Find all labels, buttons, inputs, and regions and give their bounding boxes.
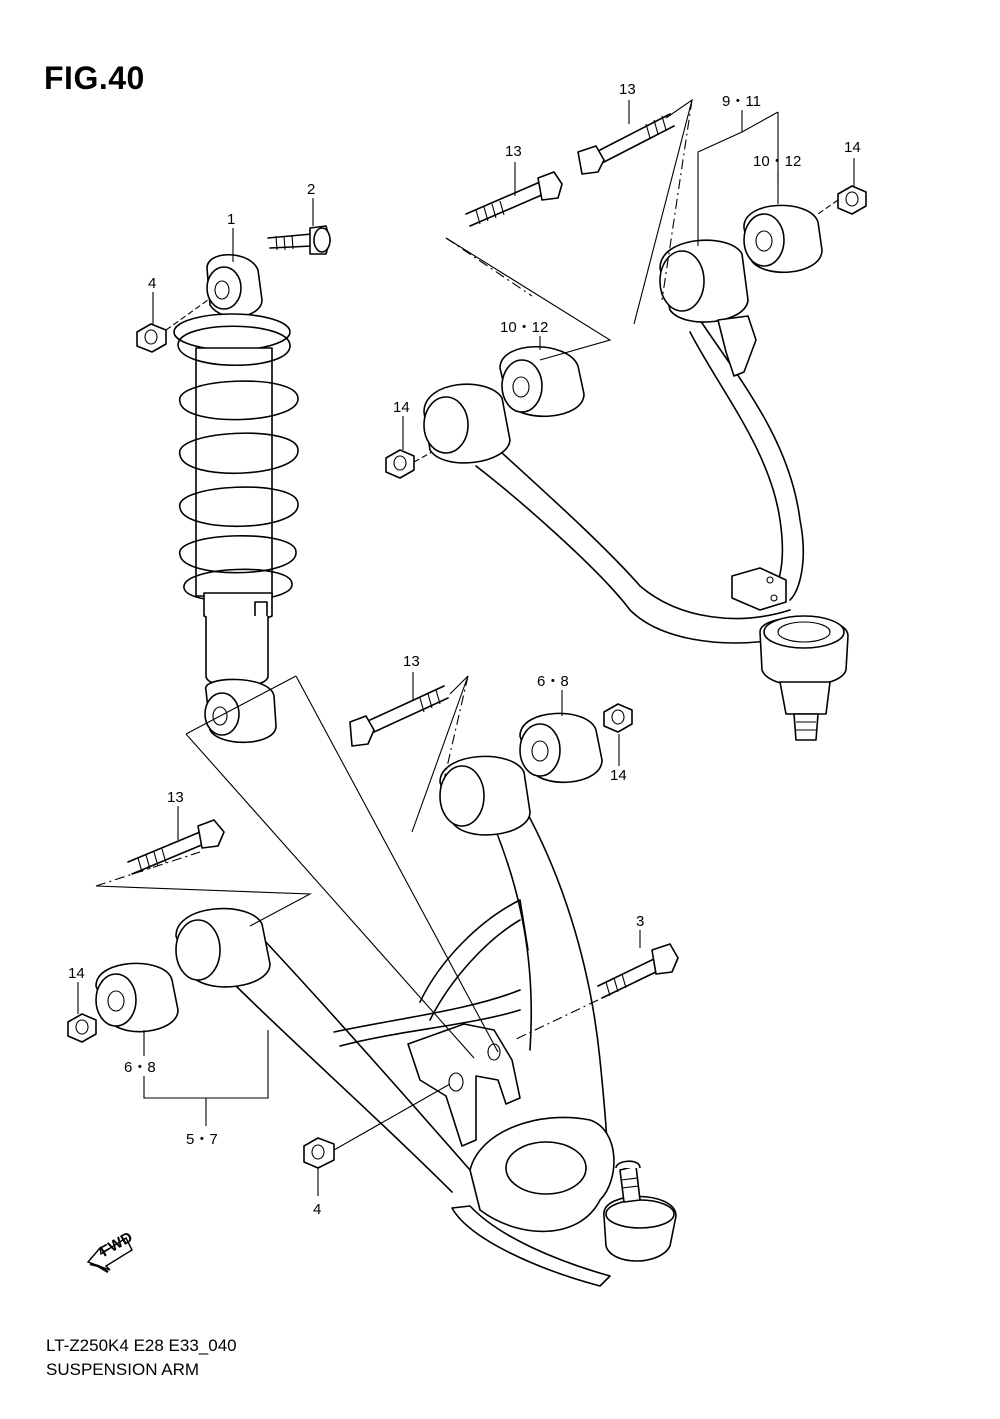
leader-lines-lower: [95, 675, 499, 1126]
callout-6-8-left: 6・8: [124, 1059, 156, 1076]
callout-3: 3: [636, 913, 644, 930]
nut-4-lower: [303, 1083, 451, 1169]
callout-9-11: 9・11: [722, 93, 761, 110]
bolt-13-lower-a: [349, 685, 449, 747]
upper-arm: [423, 239, 849, 741]
callout-13-upper-a: 13: [505, 143, 522, 160]
callout-13-lower-a: 13: [403, 653, 420, 670]
lower-arm: [175, 755, 677, 1287]
lower-arm-skid-plate: [451, 1205, 611, 1287]
nut-14-lower-left: [67, 1013, 97, 1043]
callout-1: 1: [227, 211, 235, 228]
callout-13-lower-b: 13: [167, 789, 184, 806]
callout-14-lower-left: 14: [68, 965, 85, 982]
callout-6-8-right: 6・8: [537, 673, 569, 690]
bushing-6-8-right: [519, 712, 603, 784]
lower-arm-shock-bracket: [407, 1023, 521, 1147]
callout-labels: 1 2 4 13 13 9・11 10・12 14 10・12 14 13 6・…: [68, 81, 861, 1218]
shock-absorber: [173, 253, 299, 744]
callout-stems: [77, 100, 855, 1196]
bolt-3: [513, 943, 679, 1041]
callout-5-7: 5・7: [186, 1131, 218, 1148]
callout-4-upper: 4: [148, 275, 156, 292]
upper-arm-bracket: [731, 567, 787, 611]
fwd-arrow-icon: FWD: [86, 1229, 136, 1274]
leader-lines-upper: [445, 98, 779, 361]
nut-14-upper-left: [385, 449, 433, 479]
figure-name: SUSPENSION ARM: [46, 1360, 200, 1379]
bushing-10-12-rear: [743, 204, 823, 274]
shock-upper-bushing-face: [206, 266, 242, 310]
callout-14-upper-right: 14: [844, 139, 861, 156]
callout-13-upper-b: 13: [619, 81, 636, 98]
bolt-2: [267, 225, 331, 255]
callout-10-12-front: 10・12: [500, 319, 548, 336]
figure-code: LT-Z250K4 E28 E33_040: [46, 1336, 237, 1355]
shock-damper-tube: [205, 616, 269, 688]
callout-14-upper-left: 14: [393, 399, 410, 416]
callout-10-12-rear: 10・12: [753, 153, 801, 170]
bushing-10-12-front: [499, 345, 585, 418]
callout-4-lower: 4: [313, 1201, 321, 1218]
bolt-13-lower-b: [127, 819, 225, 875]
nut-14-upper-right: [817, 185, 867, 215]
callout-14-lower-right: 14: [610, 767, 627, 784]
nut-14-lower-right: [603, 703, 633, 733]
bolt-13-upper-a: [465, 171, 563, 227]
bushing-6-8-left: [95, 962, 179, 1033]
nut-4-upper: [136, 299, 209, 353]
figure-title: FIG.40: [44, 60, 145, 96]
bolt-13-upper-b: [577, 113, 675, 175]
callout-2: 2: [307, 181, 315, 198]
